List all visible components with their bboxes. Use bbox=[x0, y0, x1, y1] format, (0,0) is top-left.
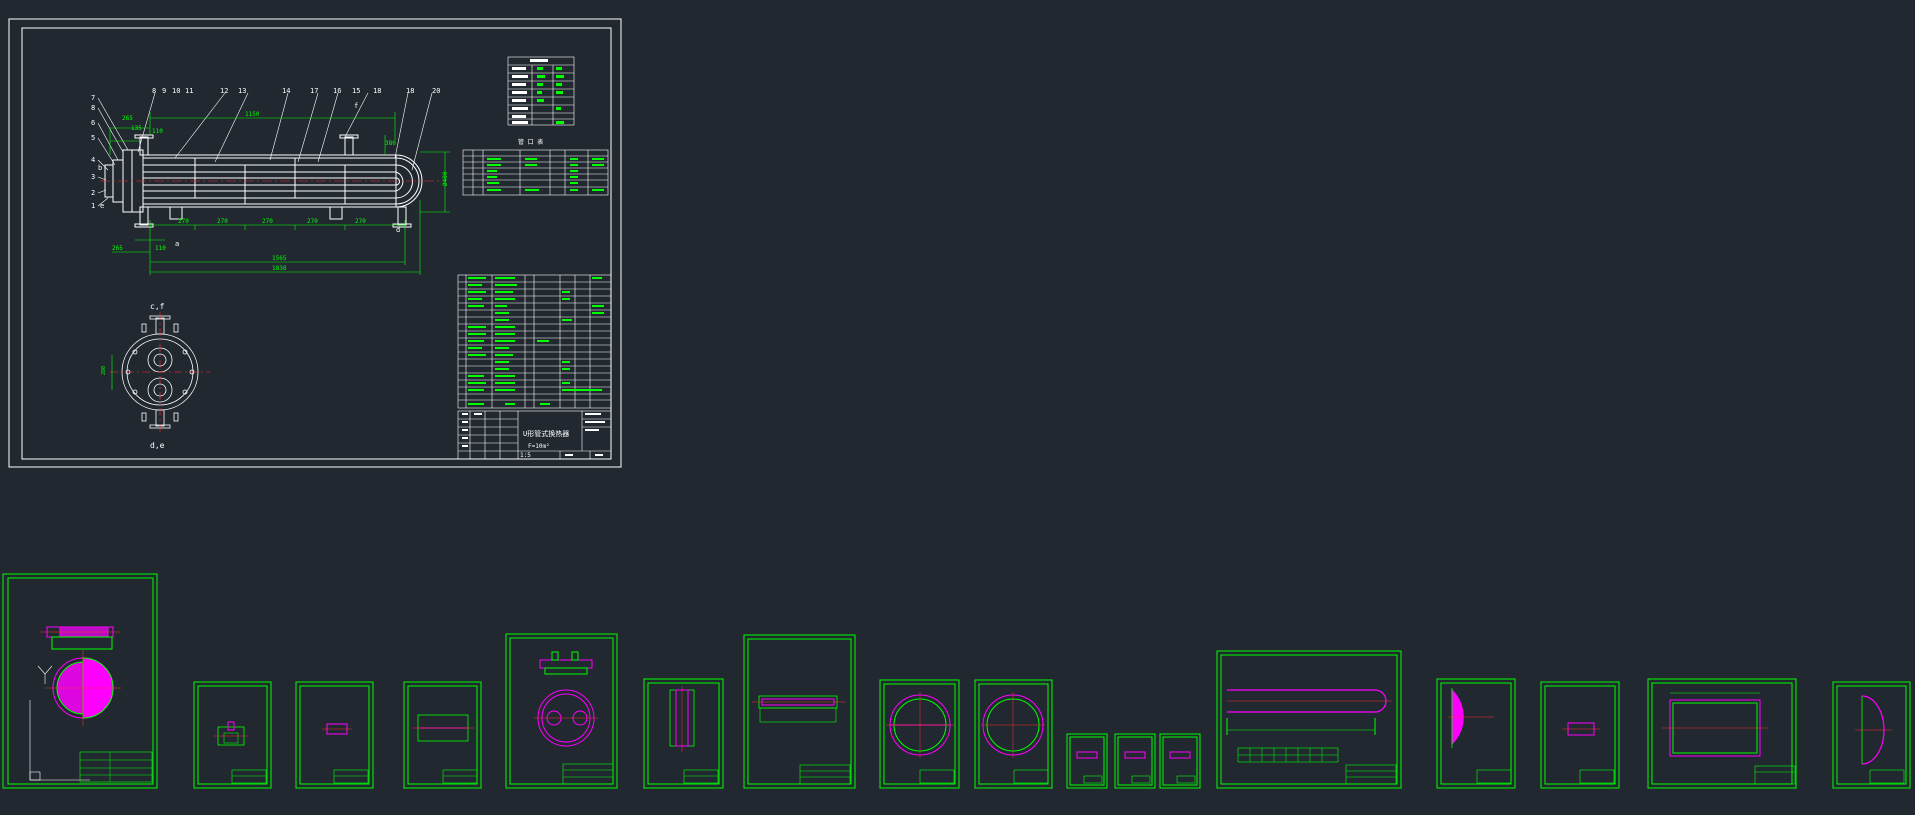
dim-text: 1565 bbox=[272, 255, 287, 262]
dim-text: 110 bbox=[152, 128, 163, 135]
section-dim: 280 bbox=[101, 366, 107, 375]
dim-text: 270 bbox=[355, 218, 366, 225]
sheet-tiny-detail-3[interactable] bbox=[1159, 733, 1201, 789]
sheet-baffle-detail[interactable] bbox=[643, 678, 724, 789]
sheet-u-tube-detail[interactable] bbox=[1216, 650, 1402, 789]
dim-text: 135 bbox=[131, 125, 142, 132]
part-num: 20 bbox=[432, 87, 440, 95]
dim-text: 270 bbox=[307, 218, 318, 225]
drawing-title: U形管式换热器 bbox=[523, 429, 569, 438]
part-num: 18 bbox=[406, 87, 414, 95]
part-number-leaders bbox=[97, 92, 433, 207]
nozzle-table-title: 管 口 表 bbox=[518, 138, 543, 146]
sheet-baffle-plate-2[interactable] bbox=[974, 679, 1053, 789]
part-num: 5 bbox=[91, 134, 95, 142]
sheet-tiny-detail-1[interactable] bbox=[1066, 733, 1108, 789]
part-num: 13 bbox=[238, 87, 246, 95]
part-num: 15 bbox=[352, 87, 360, 95]
nozzle-table bbox=[462, 149, 609, 196]
sheet-tube-sheet-detail[interactable] bbox=[2, 573, 158, 789]
part-num: 8 bbox=[91, 104, 95, 112]
nozzle-letter: e bbox=[100, 202, 104, 210]
sheet-small-detail-2[interactable] bbox=[295, 681, 374, 789]
part-num: 11 bbox=[185, 87, 193, 95]
sheet-flange-detail[interactable] bbox=[403, 681, 482, 789]
nozzle-letter: f bbox=[354, 102, 358, 110]
part-num: 3 bbox=[91, 173, 95, 181]
nozzle-letter: d bbox=[396, 226, 400, 234]
part-num: 17 bbox=[310, 87, 318, 95]
dim-text: 265 bbox=[112, 245, 123, 252]
dimension-texts: 1150 265 135 110 380 270 270 270 270 270… bbox=[112, 111, 449, 272]
part-num: 4 bbox=[91, 156, 95, 164]
dim-text: 1838 bbox=[272, 265, 287, 272]
part-num: 7 bbox=[91, 94, 95, 102]
part-num: 16 bbox=[333, 87, 341, 95]
sheet-shell-cylinder-detail[interactable] bbox=[1647, 678, 1797, 789]
sheet-baffle-plate-1[interactable] bbox=[879, 679, 960, 789]
sheet-shell-flange-detail[interactable] bbox=[743, 634, 856, 789]
dim-text: 265 bbox=[122, 115, 133, 122]
dim-text: 1150 bbox=[245, 111, 260, 118]
part-numbers: 7 8 6 5 4 3 2 1 8 9 10 11 12 13 14 17 16… bbox=[91, 87, 440, 248]
part-num: 2 bbox=[91, 189, 95, 197]
dim-text: 270 bbox=[262, 218, 273, 225]
detail-sheets[interactable] bbox=[2, 573, 1911, 789]
dim-text: 110 bbox=[155, 245, 166, 252]
part-num: 12 bbox=[220, 87, 228, 95]
part-num: 8 bbox=[152, 87, 156, 95]
sheet-small-detail-1[interactable] bbox=[193, 681, 272, 789]
sheet-tube-sheet-hatch[interactable] bbox=[1436, 678, 1516, 789]
parts-list bbox=[457, 274, 612, 409]
section-label-bottom: d,e bbox=[150, 441, 165, 450]
main-assembly-drawing[interactable]: 7 8 6 5 4 3 2 1 8 9 10 11 12 13 14 17 16… bbox=[8, 18, 622, 468]
title-block bbox=[457, 410, 612, 460]
sheet-head-detail[interactable] bbox=[1832, 681, 1911, 789]
drawing-scale: 1:5 bbox=[520, 452, 531, 459]
drawing-area: F=10m² bbox=[528, 443, 550, 450]
dim-text: 270 bbox=[217, 218, 228, 225]
part-num: 9 bbox=[162, 87, 166, 95]
dimension-lines bbox=[109, 112, 450, 275]
sheet-pipe-stub-detail[interactable] bbox=[1540, 681, 1620, 789]
part-num: 1 bbox=[91, 202, 95, 210]
sheet-channel-head-detail[interactable] bbox=[505, 633, 618, 789]
nozzle-letter: b bbox=[98, 164, 102, 172]
dim-text: Ø400 bbox=[442, 171, 449, 186]
dim-text: 380 bbox=[385, 140, 396, 147]
dim-text: 270 bbox=[178, 218, 189, 225]
spec-table bbox=[507, 56, 575, 126]
part-num: 6 bbox=[91, 119, 95, 127]
part-num: 10 bbox=[172, 87, 180, 95]
part-num: 18 bbox=[373, 87, 381, 95]
part-num: 14 bbox=[282, 87, 290, 95]
sheet-tiny-detail-2[interactable] bbox=[1114, 733, 1156, 789]
nozzle-letter: a bbox=[175, 240, 179, 248]
section-label-top: c,f bbox=[150, 302, 165, 311]
